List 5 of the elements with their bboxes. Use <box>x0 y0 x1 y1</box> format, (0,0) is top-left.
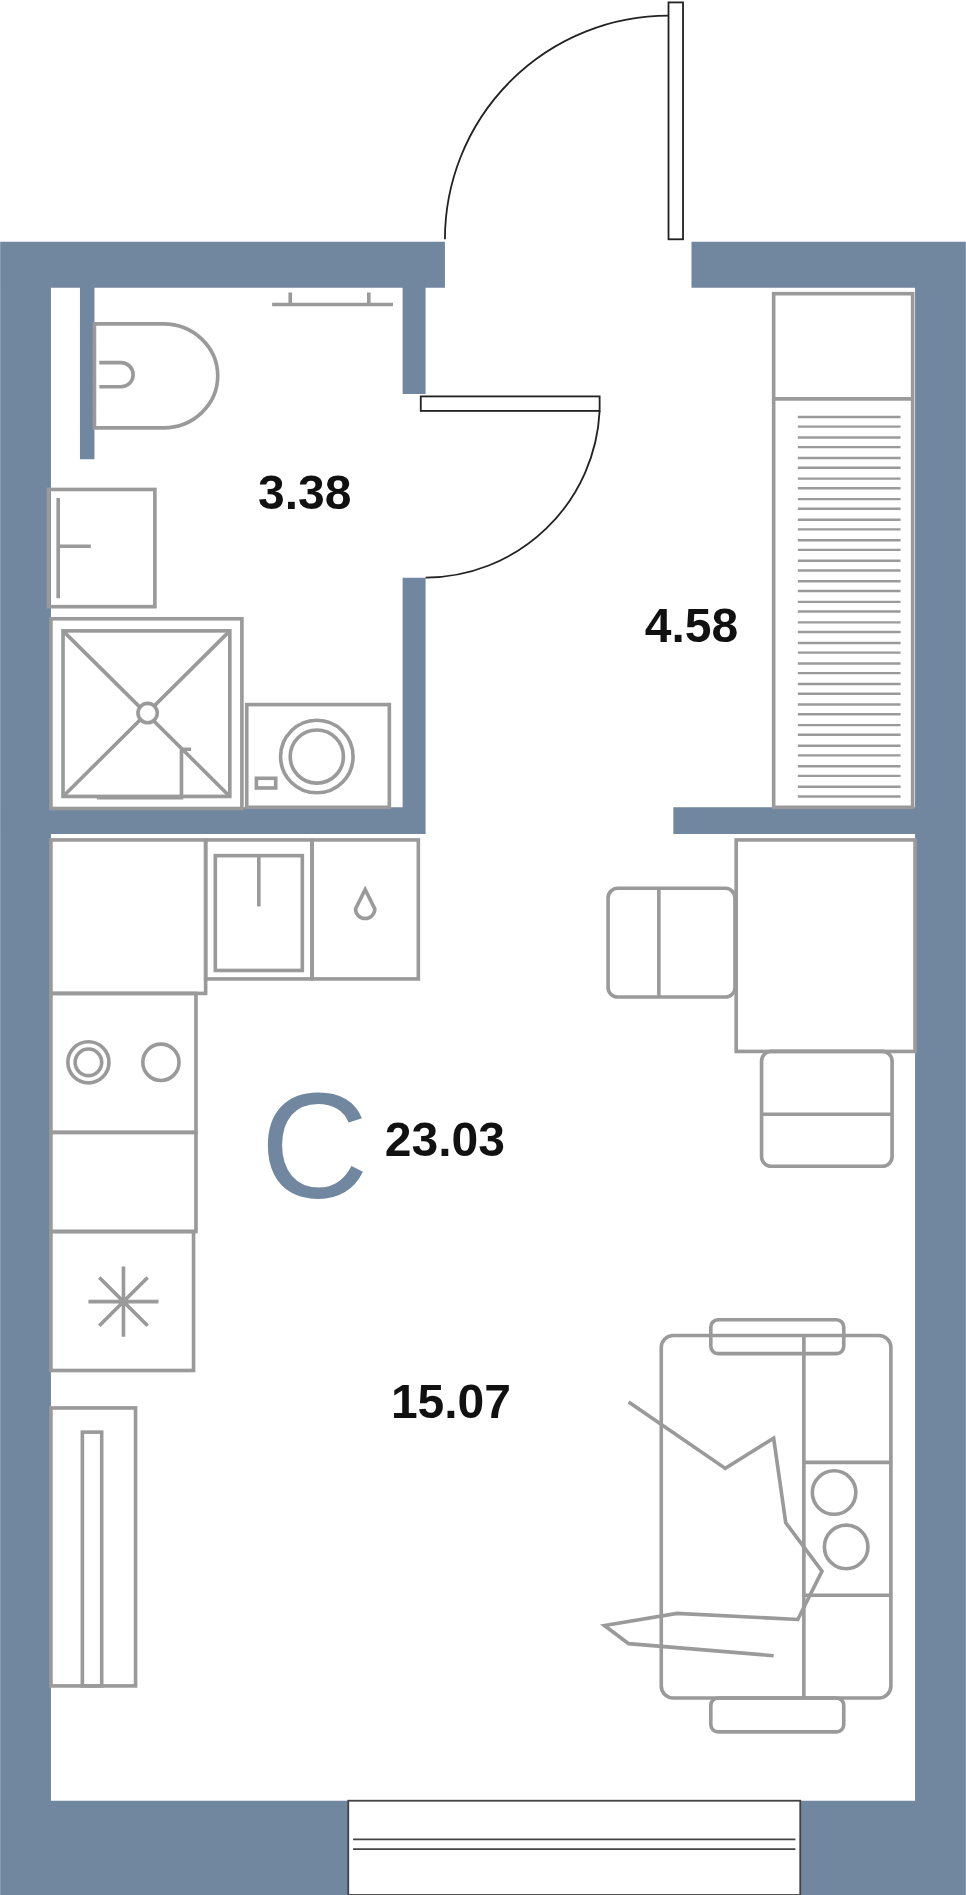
area-label: 15.07 <box>390 1378 511 1427</box>
area-label: 23.03 <box>384 1116 505 1165</box>
area-label: 3.38 <box>257 469 352 518</box>
area-label: 4.58 <box>644 602 739 651</box>
apartment-type-letter: С <box>260 1071 369 1222</box>
